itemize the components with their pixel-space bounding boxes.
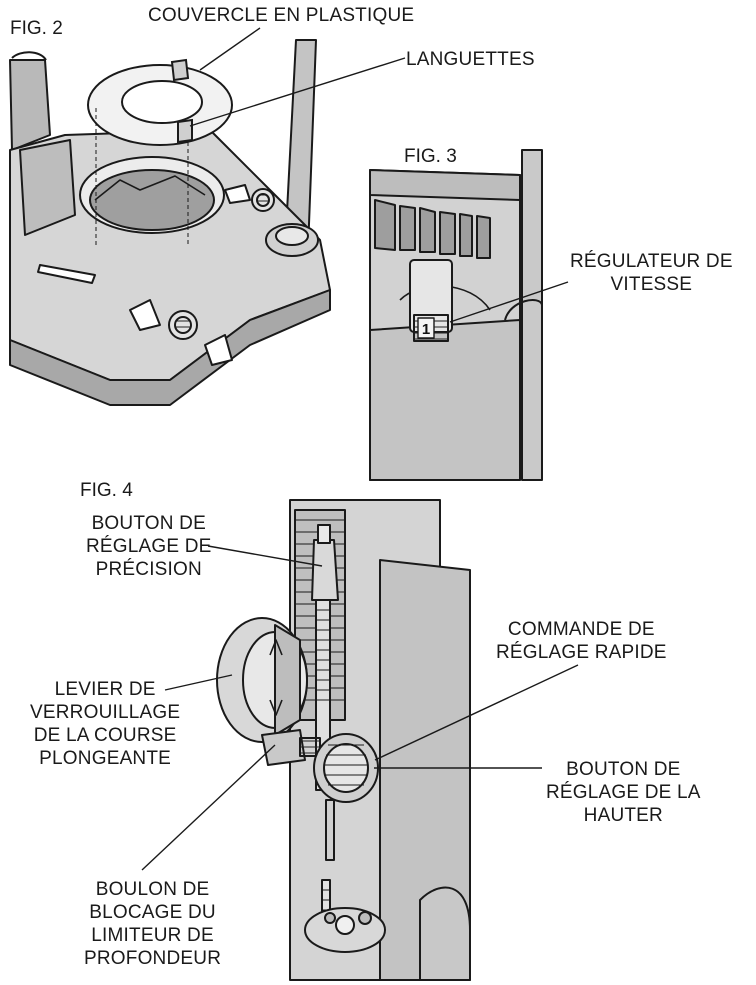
label-line: BOUTON DE (566, 759, 681, 780)
fig4-title: FIG. 4 (80, 480, 133, 501)
fig2-alignment-dashes (95, 108, 189, 245)
label-line: VITESSE (610, 274, 693, 295)
label-line: RÉGLAGE DE (86, 536, 212, 557)
speed-dial-value: 1 (422, 321, 430, 338)
fig2-router-base-drawing (9, 39, 331, 406)
label-line: BOUTON DE (91, 513, 206, 534)
label-plunge-lock-lever: LEVIER DE VERROUILLAGE DE LA COURSE PLON… (30, 678, 180, 770)
label-quick-adjust: COMMANDE DE RÉGLAGE RAPIDE (496, 618, 667, 664)
label-line: RÉGULATEUR DE (570, 251, 733, 272)
label-line: BLOCAGE DU (89, 902, 216, 923)
label-line: LEVIER DE (54, 679, 156, 700)
label-line: BOULON DE (95, 879, 210, 900)
label-line: LIMITEUR DE (91, 925, 214, 946)
fig2-plastic-cover (87, 58, 233, 146)
label-line: VERROUILLAGE (30, 702, 181, 723)
fig4-router-column-drawing (216, 499, 471, 981)
label-line: PROFONDEUR (84, 948, 222, 969)
fig3-motor-housing-drawing (369, 149, 543, 481)
label-line: COMMANDE DE (507, 619, 655, 640)
label-line: HAUTER (583, 805, 663, 826)
label-tabs: LANGUETTES (406, 49, 535, 70)
label-line: DE LA COURSE (33, 725, 177, 746)
fig3-title: FIG. 3 (404, 146, 457, 167)
fig2-title: FIG. 2 (10, 18, 63, 39)
label-speed-control: RÉGULATEUR DE VITESSE (570, 250, 733, 296)
label-line: RÉGLAGE DE LA (546, 782, 701, 803)
label-height-adjust-knob: BOUTON DE RÉGLAGE DE LA HAUTER (546, 758, 701, 827)
label-line: PLONGEANTE (39, 748, 172, 769)
label-depth-stop-bolt: BOULON DE BLOCAGE DU LIMITEUR DE PROFOND… (84, 878, 221, 970)
label-line: RÉGLAGE RAPIDE (496, 642, 667, 663)
label-fine-adjust-knob: BOUTON DE RÉGLAGE DE PRÉCISION (86, 512, 212, 581)
leader-lines (141, 27, 579, 871)
label-plastic-cover: COUVERCLE EN PLASTIQUE (148, 5, 415, 26)
label-line: PRÉCISION (95, 559, 202, 580)
